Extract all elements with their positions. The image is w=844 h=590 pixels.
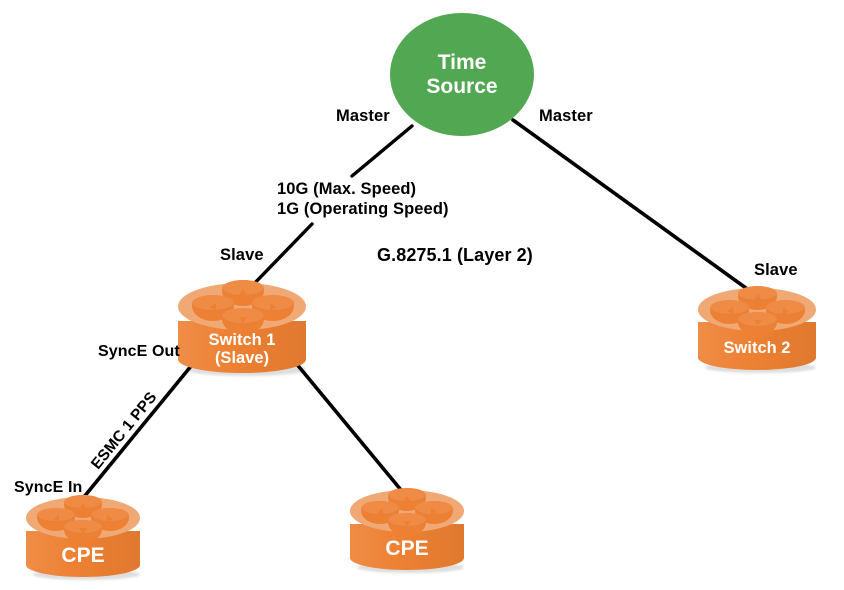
node-time-source-label-line2: Source	[426, 74, 498, 98]
node-ports	[350, 488, 464, 538]
label-protocol: G.8275.1 (Layer 2)	[377, 245, 533, 265]
node-ports	[178, 280, 306, 337]
node-cpe-left[interactable]: CPE	[26, 495, 140, 580]
link-timesource-switch1-lower	[247, 222, 314, 291]
link-switch1-cpeleft	[77, 358, 198, 505]
label-speed-max: 10G (Max. Speed)	[277, 180, 417, 198]
label-synce-out: SyncE Out	[98, 343, 180, 360]
node-body	[26, 530, 140, 578]
node-switch-2[interactable]: Switch 2	[698, 286, 816, 373]
port-bottom-icon	[64, 520, 102, 543]
node-ports	[26, 495, 140, 545]
port-bottom-icon	[738, 312, 777, 336]
port-right-icon	[415, 501, 453, 524]
label-master-left: Master	[336, 107, 390, 125]
link-timesource-switch1-upper	[350, 124, 414, 178]
port-bottom-icon	[388, 513, 426, 536]
node-body	[698, 322, 816, 370]
port-bottom-icon	[222, 308, 264, 334]
node-time-source[interactable]: Time Source	[390, 13, 534, 136]
link-switch1-cperight	[293, 360, 408, 498]
label-slave-switch1: Slave	[220, 246, 264, 264]
label-master-right: Master	[539, 107, 593, 125]
node-ports	[698, 286, 816, 337]
node-time-source-label-line1: Time	[437, 50, 487, 74]
link-timesource-switch2	[511, 118, 759, 298]
node-time-source-caption: Time Source	[426, 51, 497, 98]
port-top-icon	[738, 286, 777, 310]
label-speed-operating: 1G (Operating Speed)	[277, 200, 449, 218]
node-switch-1[interactable]: Switch 1 (Slave)	[178, 280, 306, 376]
node-cpe-right[interactable]: CPE	[350, 488, 464, 573]
label-link-speed: 10G (Max. Speed) 1G (Operating Speed)	[277, 179, 449, 219]
node-body	[178, 320, 306, 374]
label-synce-in: SyncE In	[14, 479, 83, 496]
port-left-icon	[192, 295, 234, 321]
label-slave-switch2: Slave	[754, 261, 798, 279]
